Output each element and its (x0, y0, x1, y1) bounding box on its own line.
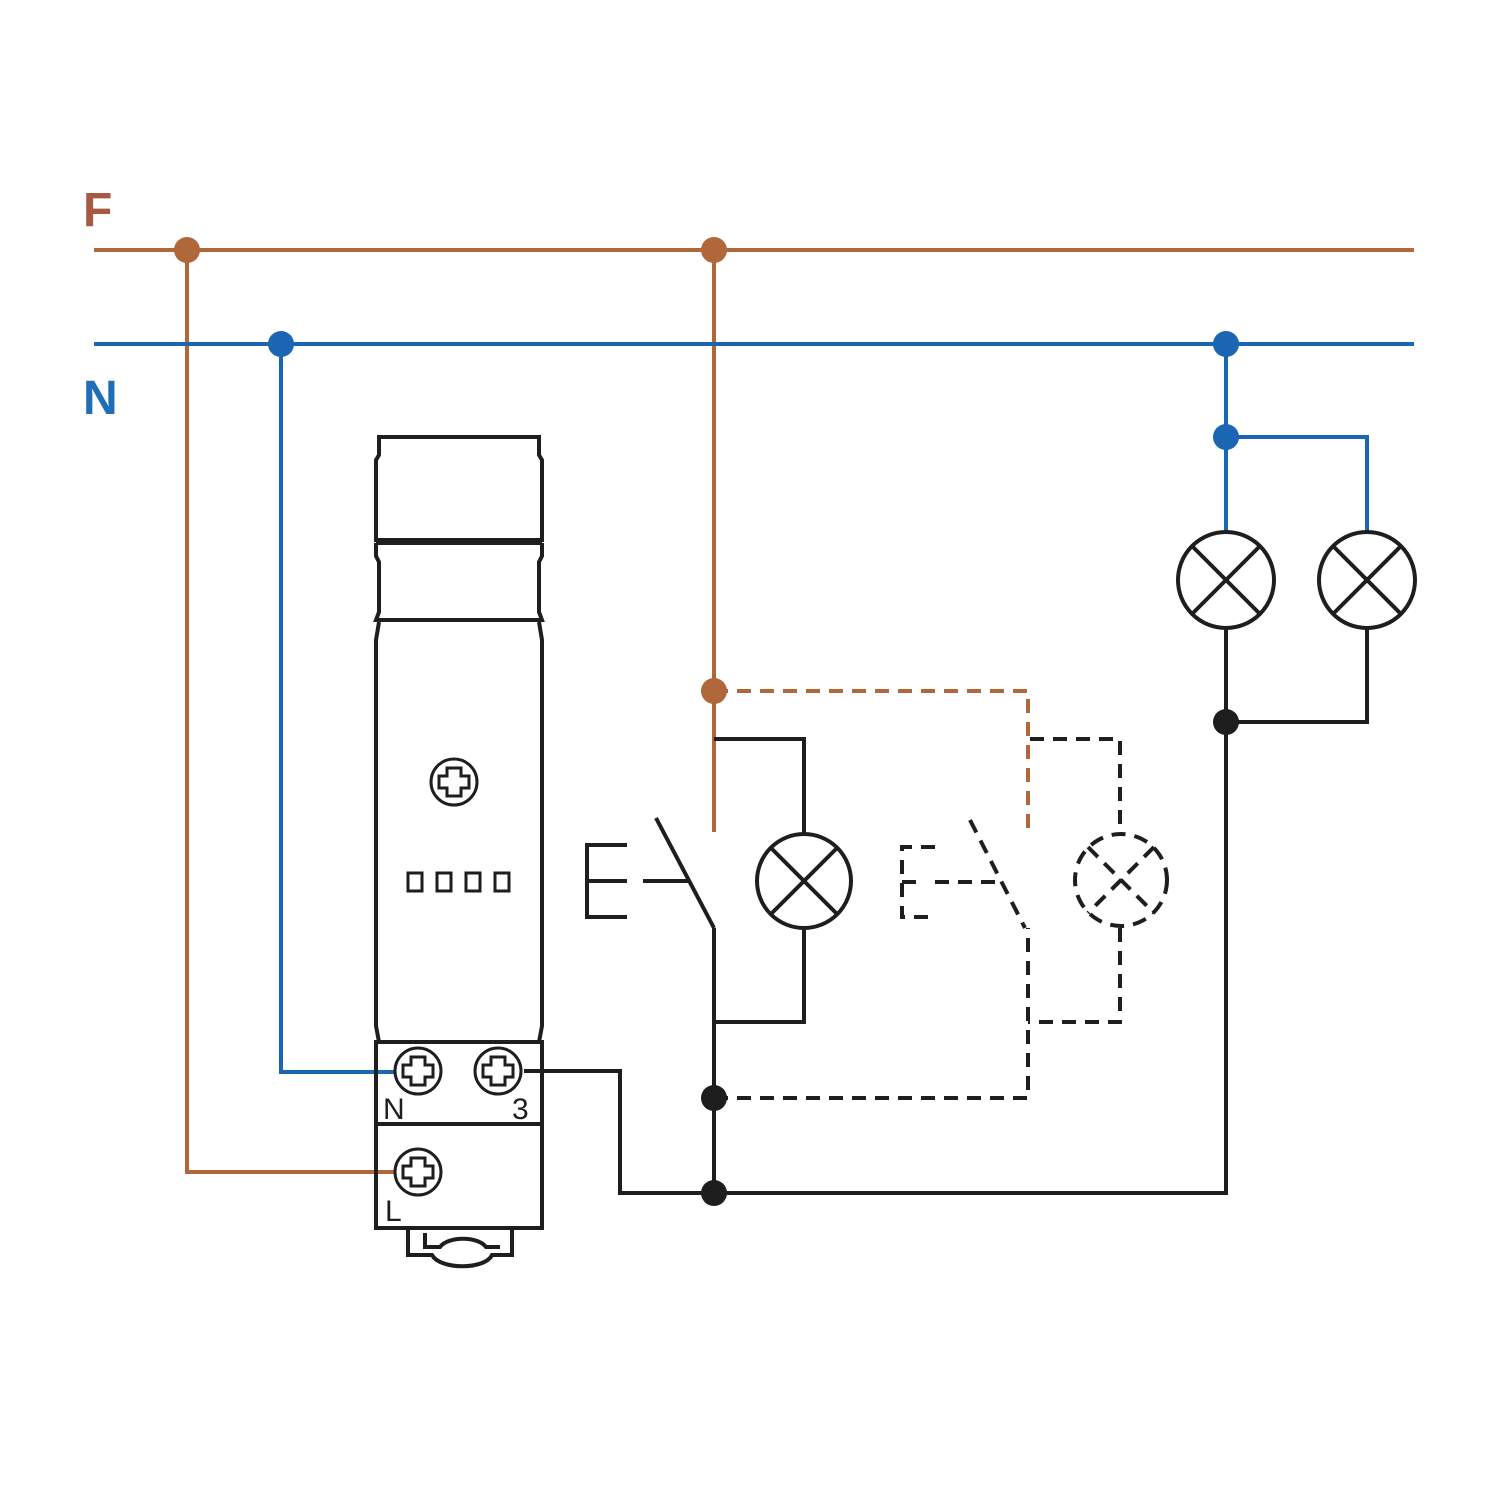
control-wiring (524, 628, 1369, 1195)
junction-dots-phase (174, 237, 727, 704)
indicator-lamp-top-wire (714, 737, 806, 834)
neutral-branch-lamp-2 (1226, 435, 1369, 532)
terminal-3-label: 3 (512, 1093, 529, 1126)
output-3-wire (524, 628, 1228, 1195)
neutral-wiring (94, 342, 1414, 1074)
din-clip-inner (423, 1233, 500, 1249)
junction-dot (174, 237, 200, 263)
screw-terminal-3-icon[interactable] (473, 1046, 523, 1096)
terminal-N-label: N (383, 1093, 405, 1126)
din-clip (406, 1230, 514, 1269)
junction-dot (701, 237, 727, 263)
lamp-1-cross-icon (1176, 530, 1276, 630)
terminal-L-label: L (385, 1195, 402, 1228)
phase-wiring (94, 248, 1414, 1174)
din-rail-device (373, 435, 545, 1269)
indicator-lamp-bottom-wire (714, 929, 806, 1024)
pushbutton-icon (585, 817, 716, 929)
status-leds (406, 871, 511, 893)
phase-dashed-optional-wire (714, 689, 1030, 832)
junction-dots-neutral (268, 331, 1239, 450)
screw-terminal-L-icon[interactable] (393, 1147, 443, 1197)
phase-bus-label: F (83, 184, 112, 237)
optional-lamp-cross-b (1086, 845, 1156, 915)
terminal-block-lower (374, 1122, 544, 1230)
switch-blade (654, 817, 716, 929)
optional-link-wire (714, 928, 1030, 1100)
optional-switch-blade (968, 819, 1027, 929)
optional-pushbutton-circuit (714, 737, 1169, 1100)
junction-dot (1213, 331, 1239, 357)
junction-dot (701, 678, 727, 704)
device-top-cap (374, 435, 544, 542)
lamp-2-return-wire (1226, 628, 1369, 724)
optional-lamp-top-wire (1030, 737, 1122, 834)
junction-dot (1213, 424, 1239, 450)
screw-terminal-N-icon[interactable] (393, 1046, 443, 1096)
optional-lamp-bottom-wire (1028, 928, 1122, 1024)
device-band (373, 543, 545, 622)
phase-to-device-L-wire (185, 250, 394, 1174)
lamp-2-cross-icon (1317, 530, 1417, 630)
junction-dot (701, 1180, 727, 1206)
neutral-to-device-N-wire (279, 344, 396, 1074)
adjust-screw-icon[interactable] (429, 757, 479, 807)
indicator-lamp-cross-icon (755, 832, 853, 930)
junction-dot (1213, 709, 1239, 735)
device-body (374, 621, 544, 1044)
junction-dots-control (701, 709, 1239, 1206)
junction-dot (268, 331, 294, 357)
optional-pushbutton-icon (900, 845, 935, 919)
junction-dot (701, 1085, 727, 1111)
optional-lamp-cross-icon (1073, 832, 1169, 928)
neutral-bus-label: N (83, 372, 118, 425)
